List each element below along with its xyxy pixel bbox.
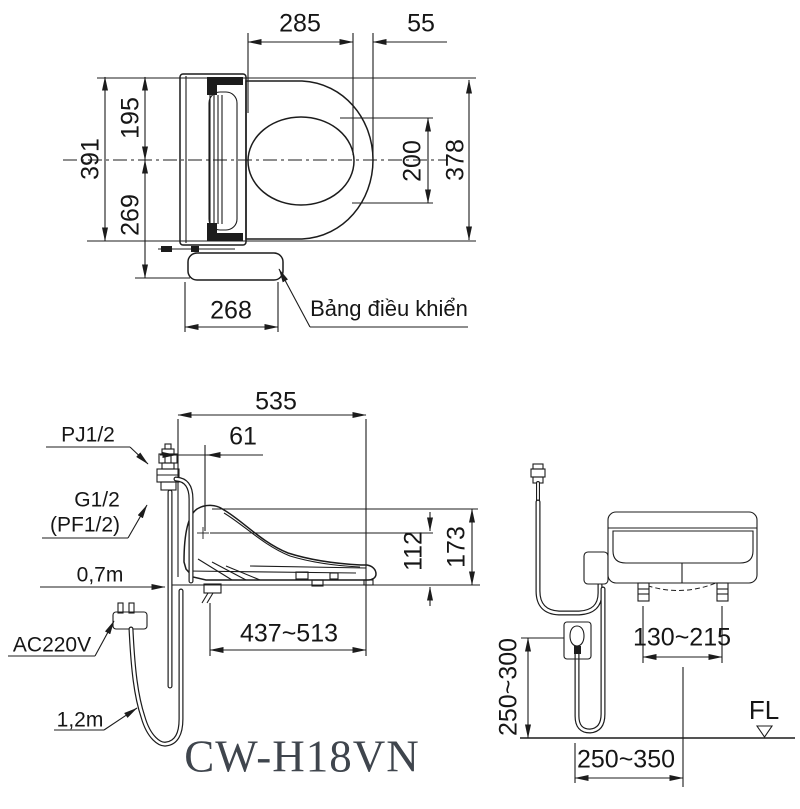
power-plug [112, 602, 148, 630]
dim-55: 55 [407, 9, 435, 38]
cord-leader [103, 707, 138, 731]
rear-view-drawing [520, 463, 795, 787]
dim-200: 200 [398, 140, 427, 182]
dim-195: 195 [116, 97, 145, 139]
dim-378: 378 [441, 139, 470, 181]
label-hose-07m: 0,7m [76, 563, 124, 587]
floor-level-symbol [755, 725, 774, 738]
label-pj12: PJ1/2 [61, 423, 115, 447]
top-view-drawing [63, 33, 476, 332]
dim-437-513: 437~513 [239, 619, 339, 648]
model-title: CW-H18VN [184, 731, 420, 782]
control-panel-label: Bảng điều khiển [310, 296, 468, 321]
hinge-block-bottom [207, 223, 243, 241]
g-leader [127, 504, 148, 539]
dim-250-350: 250~350 [576, 745, 676, 774]
side-profile [183, 504, 377, 581]
label-g12: G1/2 [74, 488, 120, 512]
pj-leader [129, 446, 149, 465]
dim-535: 535 [255, 387, 297, 416]
mounting-bolts [637, 582, 729, 602]
power-leader [94, 620, 115, 657]
bowl-hidden-edge [639, 582, 717, 591]
floor-level-label: FL [748, 695, 780, 725]
dim-250-300: 250~300 [494, 637, 523, 737]
dim-269: 269 [116, 194, 145, 236]
control-panel [187, 252, 284, 281]
power-cord [128, 588, 184, 747]
rear-water-fitting [530, 463, 546, 484]
label-cord-12m: 1,2m [56, 708, 104, 732]
water-fitting [156, 443, 180, 491]
dim-173: 173 [442, 526, 471, 568]
side-view-drawing [8, 412, 480, 747]
panel-leader [278, 268, 311, 328]
dim-61: 61 [229, 422, 257, 451]
label-ac220v: AC220V [12, 633, 92, 657]
dim-112: 112 [399, 531, 428, 571]
dim-285: 285 [279, 9, 321, 38]
wall-outlet [563, 621, 592, 660]
hinge-block-top [207, 77, 243, 95]
dim-268: 268 [210, 296, 252, 325]
seat-lid [245, 80, 374, 240]
seat-opening [247, 116, 355, 206]
dim-391: 391 [76, 138, 105, 180]
side-bracket [583, 551, 609, 585]
label-pf12: (PF1/2) [49, 513, 121, 537]
dim-130-215: 130~215 [632, 623, 732, 652]
